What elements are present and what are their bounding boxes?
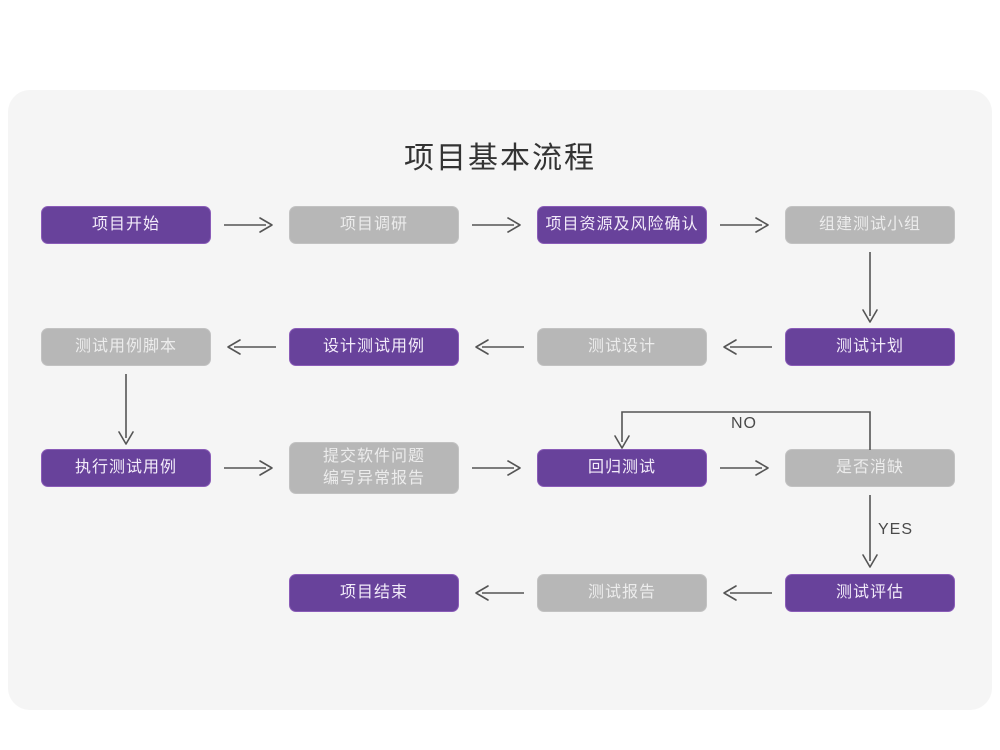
node-project-start[interactable]: 项目开始 — [41, 206, 211, 244]
arrow-no-loop — [614, 408, 880, 454]
arrow-n1-to-n2 — [224, 214, 276, 236]
arrow-n2-to-n3 — [472, 214, 524, 236]
arrow-n15-to-n14 — [720, 582, 772, 604]
node-test-design[interactable]: 测试设计 — [537, 328, 707, 366]
node-test-case-script[interactable]: 测试用例脚本 — [41, 328, 211, 366]
arrow-n9-to-n10 — [224, 457, 276, 479]
arrow-n3-to-n4 — [720, 214, 772, 236]
flowchart-card — [8, 90, 992, 710]
node-test-plan[interactable]: 测试计划 — [785, 328, 955, 366]
node-design-test-case[interactable]: 设计测试用例 — [289, 328, 459, 366]
node-test-report[interactable]: 测试报告 — [537, 574, 707, 612]
node-execute-test-case[interactable]: 执行测试用例 — [41, 449, 211, 487]
edge-label-yes: YES — [878, 521, 914, 538]
node-project-research[interactable]: 项目调研 — [289, 206, 459, 244]
node-defect-resolved[interactable]: 是否消缺 — [785, 449, 955, 487]
node-build-test-team[interactable]: 组建测试小组 — [785, 206, 955, 244]
edge-label-no: NO — [731, 415, 757, 432]
arrow-yes — [858, 495, 882, 573]
node-project-end[interactable]: 项目结束 — [289, 574, 459, 612]
node-regression-test[interactable]: 回归测试 — [537, 449, 707, 487]
node-test-evaluation[interactable]: 测试评估 — [785, 574, 955, 612]
arrow-n11-to-n12 — [720, 457, 772, 479]
node-submit-defect-report-line1: 提交软件问题 — [322, 448, 425, 465]
arrow-n7-to-n6 — [472, 336, 524, 358]
arrow-n6-to-n5 — [224, 336, 276, 358]
page-title: 项目基本流程 — [404, 142, 596, 175]
arrow-n5-to-n9 — [114, 374, 138, 450]
arrow-n8-to-n7 — [720, 336, 772, 358]
node-submit-defect-report-line2: 编写异常报告 — [322, 470, 425, 487]
arrow-n4-to-n8 — [858, 252, 882, 328]
node-submit-defect-report[interactable]: 提交软件问题 编写异常报告 — [289, 442, 459, 494]
node-resource-risk-confirm[interactable]: 项目资源及风险确认 — [537, 206, 707, 244]
arrow-n10-to-n11 — [472, 457, 524, 479]
arrow-n14-to-n13 — [472, 582, 524, 604]
